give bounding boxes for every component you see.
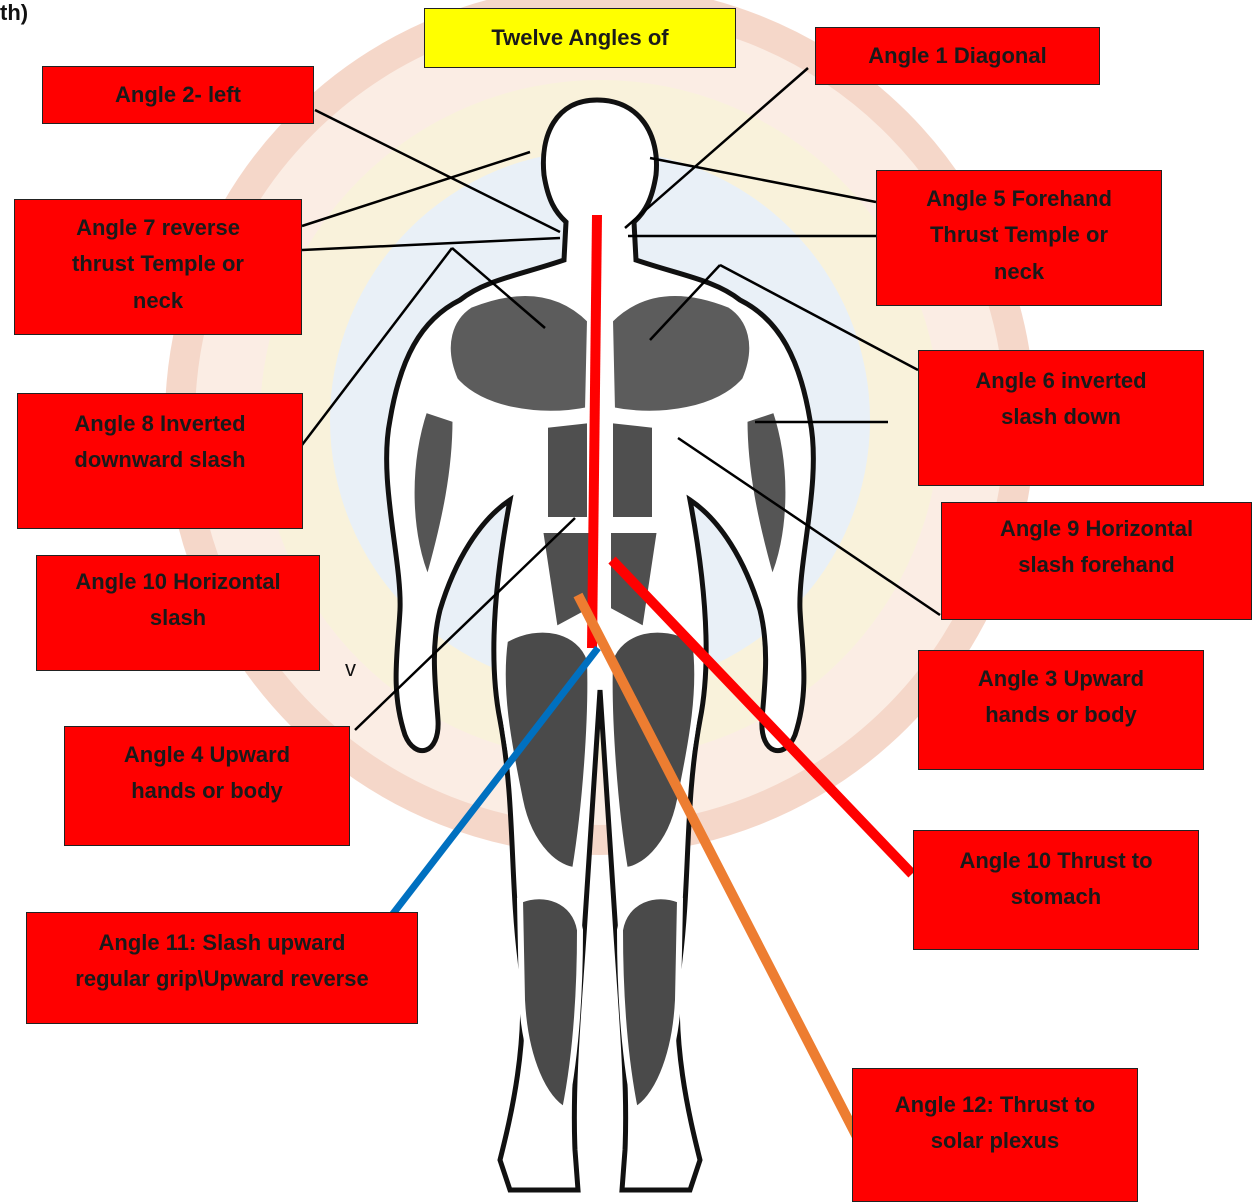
angle-4-label: Angle 4 Upward hands or body [64,726,350,846]
angle-9-label: Angle 9 Horizontal slash forehand [941,502,1252,620]
angle-10-thrust-label: Angle 10 Thrust to stomach [913,830,1199,950]
corner-text-fragment: th) [0,0,28,26]
angle-3-label: Angle 3 Upward hands or body [918,650,1204,770]
angle-2-label: Angle 2- left [42,66,314,124]
angle-11-label: Angle 11: Slash upward regular grip\Upwa… [26,912,418,1024]
stray-mark: v [345,656,356,682]
angle-6-label: Angle 6 inverted slash down [918,350,1204,486]
angle-10-horizontal-label: Angle 10 Horizontal slash [36,555,320,671]
diagram-title: Twelve Angles of [424,8,736,68]
angle-7-label: Angle 7 reverse thrust Temple or neck [14,199,302,335]
angle-1-label: Angle 1 Diagonal [815,27,1100,85]
angle-8-label: Angle 8 Inverted downward slash [17,393,303,529]
vertical-strike-line [592,215,597,648]
angle-5-label: Angle 5 Forehand Thrust Temple or neck [876,170,1162,306]
angle-12-label: Angle 12: Thrust to solar plexus [852,1068,1138,1202]
